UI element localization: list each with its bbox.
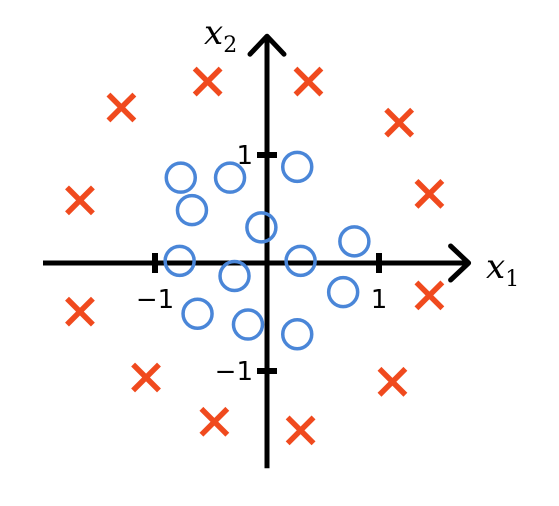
data-marks	[65, 66, 445, 446]
y-tick-label: −1	[215, 357, 253, 387]
circle-data-point	[213, 161, 247, 194]
cross-data-point	[199, 406, 230, 437]
y-axis-arrowhead	[247, 33, 287, 57]
cross-data-point	[192, 66, 223, 97]
x-axis-arrowhead	[448, 243, 472, 283]
cross-data-point	[65, 185, 95, 216]
circle-data-point	[280, 318, 314, 351]
x-axis-label: x1	[486, 247, 519, 292]
cross-data-point	[384, 107, 415, 138]
cross-data-point	[131, 362, 161, 393]
x-tick-label: −1	[136, 285, 174, 315]
cross-data-point	[414, 178, 445, 209]
circle-data-point	[181, 297, 214, 331]
axis-ticks: −1 1 1 −1	[136, 141, 387, 387]
circle-data-point	[175, 193, 209, 227]
circle-data-point	[163, 244, 196, 278]
circle-data-point	[245, 211, 278, 244]
cross-data-point	[285, 415, 316, 446]
cross-data-point	[414, 280, 445, 311]
cross-data-point	[377, 366, 408, 397]
cross-data-point	[293, 66, 324, 97]
axes	[43, 33, 472, 469]
circle-data-point	[326, 275, 360, 309]
circle-data-point	[280, 150, 314, 184]
circle-data-point	[284, 244, 317, 278]
circle-data-point	[338, 225, 371, 258]
circle-data-point	[218, 259, 251, 293]
cross-data-point	[106, 92, 137, 123]
x-tick-label: 1	[371, 285, 388, 315]
y-tick-label: 1	[236, 141, 253, 171]
circle-data-point	[164, 161, 198, 194]
circle-data-point	[231, 308, 265, 341]
axis-labels: x1 x2	[204, 13, 519, 292]
cross-data-point	[65, 296, 95, 327]
y-axis-label: x2	[204, 13, 237, 58]
